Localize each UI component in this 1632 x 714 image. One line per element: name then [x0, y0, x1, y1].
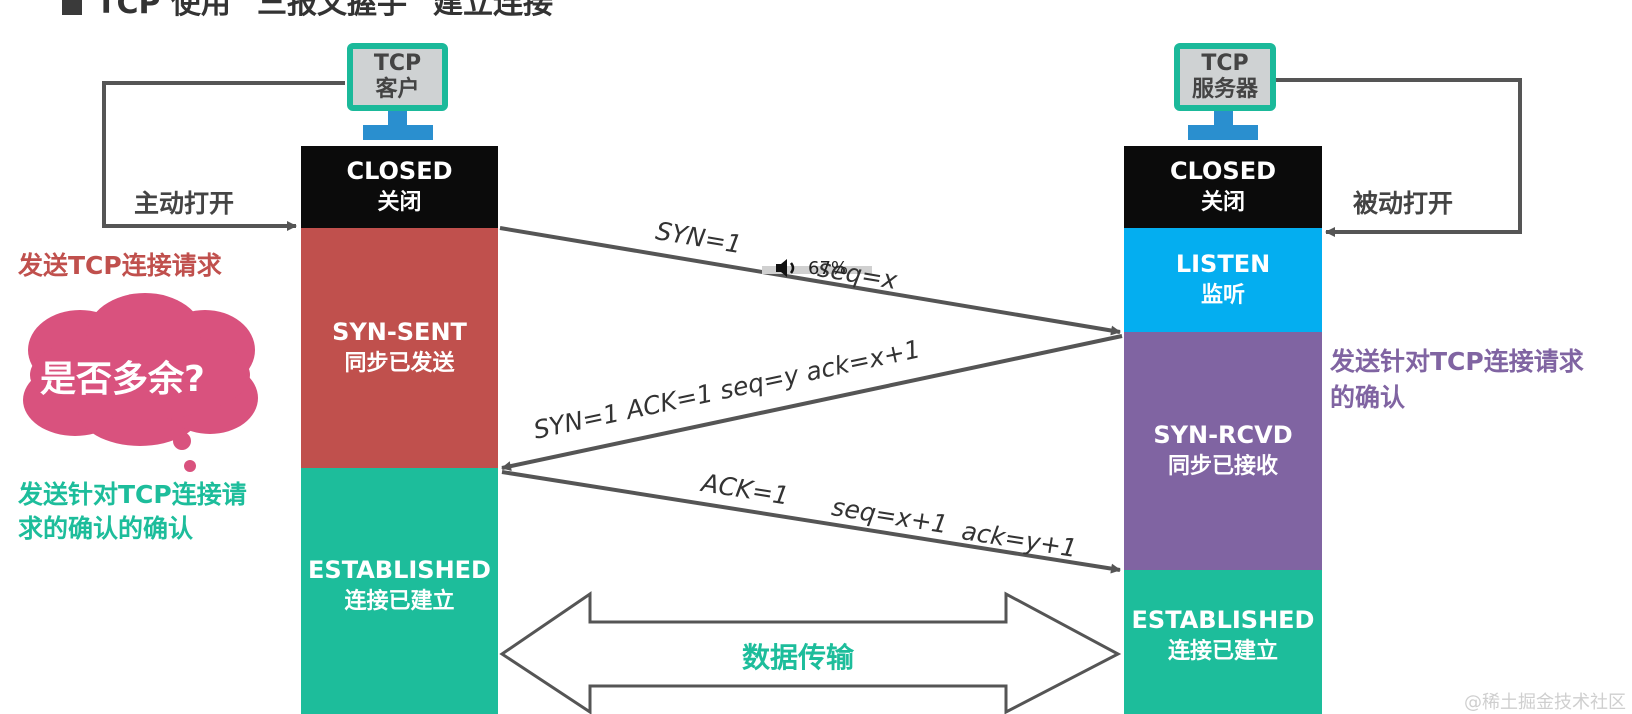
server-listen-zh: 监听 [1200, 283, 1245, 308]
client-monitor-stand [363, 125, 433, 140]
client-monitor: TCP 客户 [347, 43, 448, 111]
server-established-state: ESTABLISHED 连接已建立 [1124, 570, 1322, 714]
server-closed-en: CLOSED [1169, 157, 1277, 185]
client-ack-note: 发送针对TCP连接请 求的确认的确认 [18, 478, 247, 546]
server-ack-note-line2: 的确认 [1330, 383, 1406, 412]
speaker-icon [776, 259, 795, 277]
cloud-shape [23, 293, 258, 472]
server-listen-state: LISTEN 监听 [1124, 228, 1322, 332]
server-closed-zh: 关闭 [1200, 190, 1245, 215]
server-established-en: ESTABLISHED [1131, 606, 1315, 634]
server-ack-note-line1: 发送针对TCP连接请求 [1330, 347, 1584, 376]
client-closed-en: CLOSED [346, 157, 453, 185]
server-monitor-neck [1214, 111, 1233, 127]
client-closed-zh: 关闭 [377, 190, 422, 215]
server-open-loop [1275, 78, 1522, 237]
volume-level: 67% [808, 257, 849, 279]
volume-bar [762, 266, 872, 274]
client-established-state: ESTABLISHED 连接已建立 [301, 468, 498, 714]
data-transfer-arrow [499, 591, 1122, 714]
server-monitor-line2: 服务器 [1191, 77, 1258, 102]
server-listen-en: LISTEN [1175, 250, 1271, 278]
page-title: TCP 使用 "三报文握手" 建立连接 [62, 0, 553, 22]
watermark: @稀土掘金技术社区 [1464, 692, 1626, 713]
client-monitor-neck [388, 111, 407, 127]
client-ack-note-line1: 发送针对TCP连接请 [18, 480, 247, 509]
ack-arrow [501, 470, 1121, 574]
client-syn-sent-en: SYN-SENT [332, 318, 467, 346]
client-syn-sent-zh: 同步已发送 [344, 351, 455, 376]
title-bullet [62, 0, 82, 15]
cloud-question-text: 是否多余? [40, 359, 205, 400]
server-syn-rcvd-state: SYN-RCVD 同步已接收 [1124, 332, 1322, 570]
syn-ack-arrow [501, 334, 1123, 472]
syn-arrow [499, 226, 1121, 336]
client-closed-state: CLOSED 关闭 [301, 146, 498, 228]
client-open-loop [102, 81, 345, 231]
server-monitor-line1: TCP [1201, 51, 1249, 76]
client-established-en: ESTABLISHED [308, 556, 491, 584]
server-established-zh: 连接已建立 [1167, 639, 1278, 664]
client-established-zh: 连接已建立 [344, 589, 455, 614]
data-transfer-label: 数据传输 [742, 641, 855, 674]
volume-indicator[interactable]: 67% [774, 256, 848, 280]
server-syn-rcvd-en: SYN-RCVD [1153, 421, 1293, 449]
client-active-open-label: 主动打开 [134, 189, 235, 218]
server-monitor: TCP 服务器 [1174, 43, 1276, 111]
client-ack-note-line2: 求的确认的确认 [18, 514, 194, 543]
client-syn-sent-state: SYN-SENT 同步已发送 [301, 228, 498, 468]
title-text: TCP 使用 "三报文握手" 建立连接 [96, 0, 554, 21]
client-monitor-line2: 客户 [375, 77, 420, 102]
server-passive-open-label: 被动打开 [1353, 189, 1454, 218]
server-syn-rcvd-zh: 同步已接收 [1167, 454, 1278, 479]
server-ack-note: 发送针对TCP连接请求 的确认 [1330, 344, 1584, 416]
server-monitor-stand [1188, 125, 1258, 140]
client-send-request-note: 发送TCP连接请求 [18, 251, 222, 280]
server-closed-state: CLOSED 关闭 [1124, 146, 1322, 228]
client-monitor-line1: TCP [373, 51, 422, 76]
